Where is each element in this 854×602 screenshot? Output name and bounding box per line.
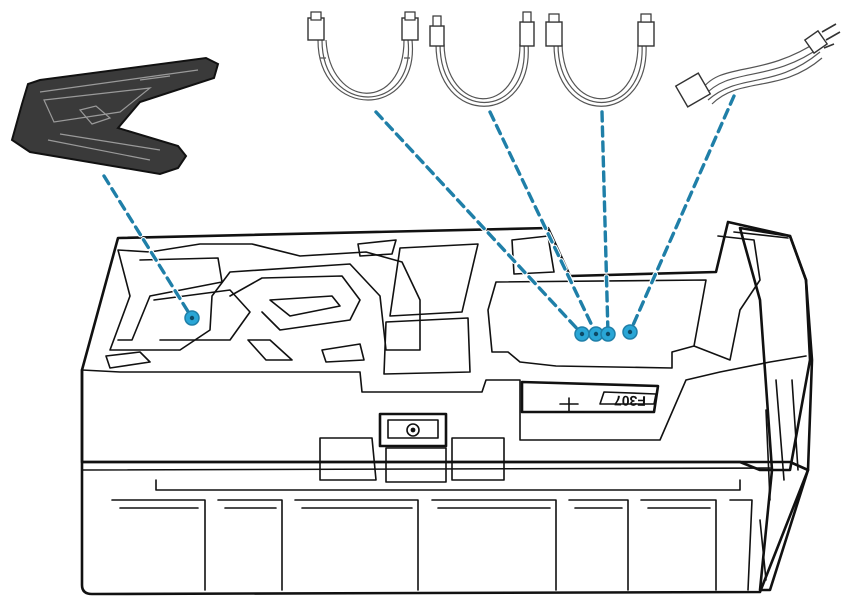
- displayport-cable-marker-center: [605, 331, 611, 337]
- stand-base-icon: [10, 56, 220, 176]
- foam-packaging-box: F307: [80, 220, 814, 596]
- power-cord-icon: [674, 23, 841, 108]
- displayport-cable-leader-line: [600, 110, 610, 336]
- usb-cable-leader-line: [488, 110, 598, 336]
- box-handle-icon: [378, 412, 448, 448]
- hdmi-cable-marker-center: [579, 331, 585, 337]
- hdmi-cable-leader-line: [374, 110, 584, 336]
- leader-lines: [101, 93, 737, 337]
- usb-cable-icon: [429, 11, 535, 107]
- placement-markers: [184, 310, 638, 342]
- stand-base-leader-line: [102, 174, 194, 320]
- box-model-label-area: F307: [520, 380, 660, 414]
- power-cord-leader-line: [628, 94, 736, 334]
- hdmi-cable-icon: [307, 11, 419, 101]
- stand-base-marker-center: [189, 315, 195, 321]
- displayport-cable-icon: [545, 13, 655, 107]
- box-model-label: F307: [614, 393, 646, 410]
- usb-cable-marker-center: [593, 331, 599, 337]
- power-cord-marker-center: [627, 329, 633, 335]
